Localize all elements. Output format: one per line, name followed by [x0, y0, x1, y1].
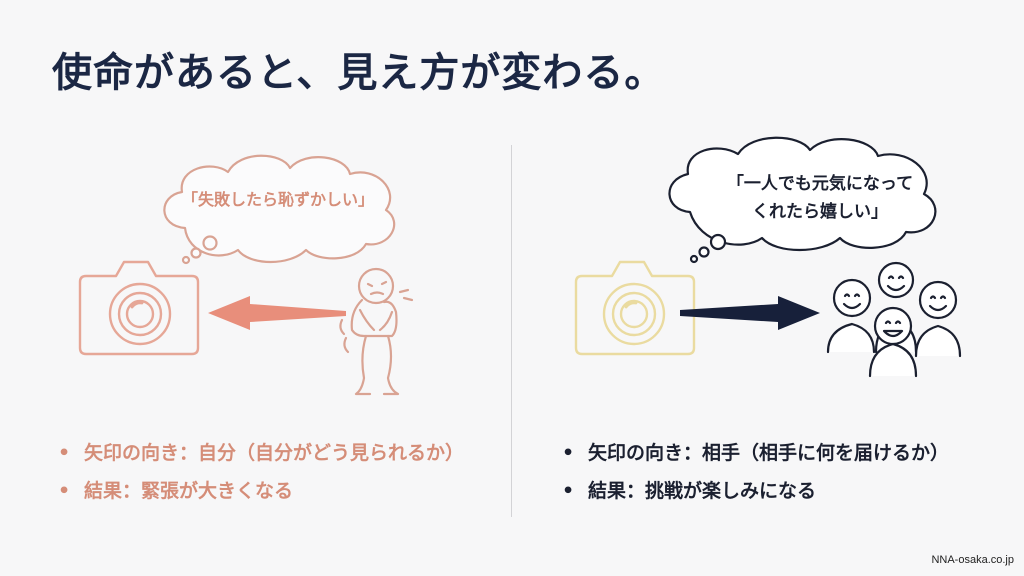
left-bullet-direction: 矢印の向き：自分（自分がどう見られるか） [84, 442, 465, 464]
bullet-icon: • [562, 480, 575, 502]
thought-text-left: 「失敗したら恥ずかしい」 [168, 186, 388, 214]
bullet-icon: • [58, 480, 71, 502]
right-bullet-list: • 矢印の向き：相手（相手に何を届けるか） • 結果：挑戦が楽しみになる [562, 434, 949, 510]
thought-right-line1: 「一人でも元気になって [726, 174, 914, 194]
right-bullet-direction: 矢印の向き：相手（相手に何を届けるか） [588, 442, 950, 464]
arrow-left-icon [208, 296, 346, 330]
arrow-right-icon [680, 296, 820, 330]
column-divider [511, 145, 512, 517]
thought-bubble-icon-right [668, 136, 937, 264]
left-bullet-list: • 矢印の向き：自分（自分がどう見られるか） • 結果：緊張が大きくなる [58, 434, 464, 510]
list-item: • 矢印の向き：自分（自分がどう見られるか） [58, 434, 464, 472]
list-item: • 矢印の向き：相手（相手に何を届けるか） [562, 434, 949, 472]
footer-source: NNA-osaka.co.jp [931, 554, 1014, 566]
thought-text-right: 「一人でも元気になって くれたら嬉しい」 [690, 170, 950, 226]
list-item: • 結果：緊張が大きくなる [58, 472, 464, 510]
thought-left-label: 「失敗したら恥ずかしい」 [181, 190, 374, 209]
thought-right-line2: くれたら嬉しい」 [752, 202, 888, 222]
nervous-person-icon [339, 267, 414, 396]
left-bullet-result: 結果：緊張が大きくなる [84, 480, 294, 502]
smiling-audience-icon [826, 261, 962, 378]
right-bullet-result: 結果：挑戦が楽しみになる [588, 480, 817, 502]
bullet-icon: • [58, 442, 71, 464]
list-item: • 結果：挑戦が楽しみになる [562, 472, 949, 510]
camera-icon-right [574, 260, 696, 356]
page-title: 使命があると、見え方が変わる。 [52, 50, 666, 96]
thought-bubble-icon-left [163, 154, 396, 265]
camera-icon-left [78, 260, 200, 356]
bullet-icon: • [562, 442, 575, 464]
